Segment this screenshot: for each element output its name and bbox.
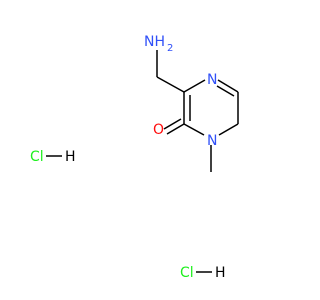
- ring-n-bottom-label: N: [207, 133, 217, 149]
- amine-subscript: 2: [167, 43, 173, 54]
- carbonyl-o-label: O: [153, 122, 164, 138]
- salt-h-2: H: [215, 265, 226, 281]
- ring-n-top-label: N: [207, 72, 217, 88]
- molecule-drawing: NH 2 N N O Cl H Cl H: [30, 34, 239, 281]
- salt-cl-2: Cl: [180, 265, 194, 281]
- bond-c6-n1: [218, 123, 239, 136]
- bond-n4-c5: [217, 79, 239, 93]
- salt-cl-1: Cl: [30, 149, 44, 165]
- bond-c3-n4: [183, 79, 206, 93]
- amine-label: NH: [144, 34, 165, 50]
- bond-c2-o: [166, 123, 185, 135]
- bond-c3-ch2: [156, 76, 185, 93]
- bond-n4-c5-double: [216, 85, 235, 97]
- salt-h-1: H: [65, 149, 76, 165]
- bond-c2-o-double: [163, 118, 182, 130]
- bond-n1-c2: [183, 123, 205, 136]
